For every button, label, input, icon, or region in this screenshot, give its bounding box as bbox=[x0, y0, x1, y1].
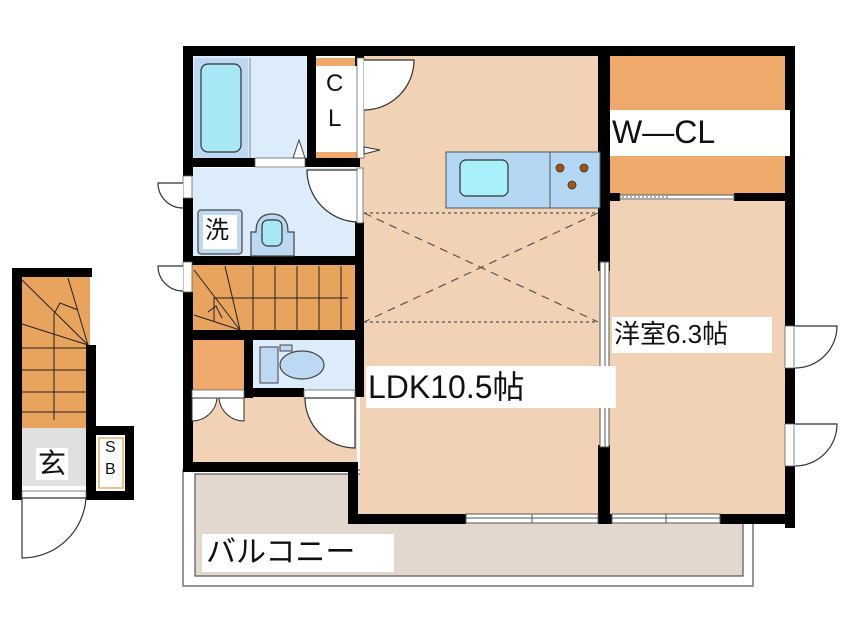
right-side-doors bbox=[784, 325, 838, 467]
walk-in-closet-label: W—CL bbox=[610, 110, 790, 156]
bathtub-icon bbox=[194, 58, 306, 168]
stairs-icon bbox=[193, 265, 348, 331]
closet-door bbox=[356, 57, 415, 159]
storage-doors bbox=[191, 389, 356, 449]
lower-stairs-icon bbox=[21, 277, 89, 420]
side-doors bbox=[157, 175, 193, 293]
washroom-fixtures bbox=[197, 167, 364, 257]
entrance-door bbox=[21, 490, 87, 559]
kitchen-counter bbox=[445, 151, 601, 209]
shoe-box-label-b: B bbox=[105, 461, 116, 478]
void-markings bbox=[363, 212, 599, 323]
toilet-icon bbox=[259, 344, 325, 384]
balcony-label: バルコニー bbox=[202, 534, 394, 572]
sliding-doors bbox=[465, 194, 735, 524]
entrance-label: 玄 bbox=[36, 448, 69, 480]
closet-label-l: L bbox=[328, 105, 342, 132]
ldk-label: LDK10.5帖 bbox=[366, 366, 616, 408]
western-room-label: 洋室6.3帖 bbox=[612, 317, 772, 353]
shoe-box-label-s: S bbox=[105, 439, 116, 456]
closet-label-c: C bbox=[326, 70, 344, 97]
washer-label: 洗 bbox=[205, 217, 229, 244]
walls bbox=[12, 46, 795, 528]
